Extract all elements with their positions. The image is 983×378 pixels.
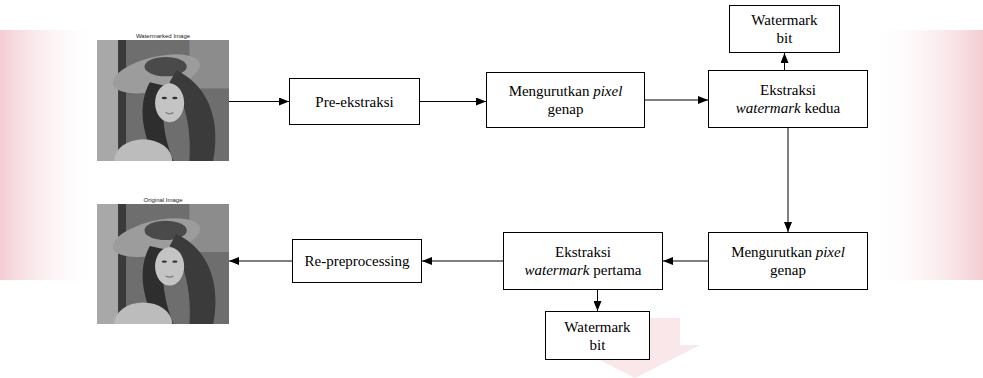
box-label: Ekstraksi watermark pertama [523, 243, 643, 279]
template-band [0, 30, 100, 280]
output-box: Watermark bit [729, 5, 840, 53]
text-part: Original [143, 197, 164, 203]
text-part: Image [166, 197, 183, 203]
flow-arrow [229, 101, 289, 102]
text-part [589, 83, 593, 99]
image-title: Original Image [141, 196, 184, 204]
box-label: Pre-ekstraksi [315, 93, 393, 111]
image-frame: Watermarked Image [97, 31, 229, 161]
process-box: Pre-ekstraksi [289, 78, 420, 125]
image-title: Watermarked Image [134, 32, 192, 40]
process-box: Re-preprocessing [292, 239, 422, 283]
flow-arrow [420, 101, 486, 102]
text-part: Image [173, 33, 190, 39]
text-part: pixel [816, 244, 845, 260]
process-box: Mengurutkan pixel genap [708, 232, 868, 290]
watermarked-photo [97, 40, 229, 183]
text-part: Ekstraksi [555, 244, 611, 260]
text-part [812, 244, 816, 260]
box-label: Mengurutkan pixel genap [501, 82, 631, 118]
text-part: bit [777, 30, 793, 46]
box-label: Watermark bit [747, 11, 822, 47]
box-label: Ekstraksi watermark kedua [728, 81, 848, 117]
flow-arrow [597, 290, 598, 311]
text-part: watermark [736, 100, 801, 116]
process-box: Ekstraksi watermark kedua [708, 70, 868, 128]
text-part: watermark [524, 262, 589, 278]
text-part: pertama [593, 262, 641, 278]
flow-arrow [788, 128, 789, 232]
box-label: Re-preprocessing [305, 252, 410, 270]
text-part: Watermark [564, 319, 630, 335]
process-box: Ekstraksi watermark pertama [503, 232, 663, 290]
flow-arrow [663, 261, 708, 262]
text-part: bit [590, 337, 606, 353]
text-part [172, 33, 174, 39]
text-part [164, 197, 166, 203]
text-part [589, 262, 593, 278]
process-box: Mengurutkan pixel genap [486, 72, 645, 128]
text-part: Re-preprocessing [305, 253, 410, 269]
text-part: Ekstraksi [760, 82, 816, 98]
original-photo [97, 204, 229, 346]
text-part: Mengurutkan [509, 83, 590, 99]
flow-arrow [784, 53, 785, 70]
template-band [870, 30, 983, 280]
text-part: Watermark [751, 12, 817, 28]
flow-arrow [229, 261, 292, 262]
text-part: Mengurutkan [731, 244, 812, 260]
text-part: genap [770, 262, 806, 278]
text-part [801, 100, 805, 116]
output-box: Watermark bit [545, 311, 650, 360]
flow-arrow [645, 100, 708, 101]
text-part: pixel [593, 83, 622, 99]
text-part: kedua [804, 100, 840, 116]
flow-arrow [422, 261, 503, 262]
box-label: Watermark bit [560, 318, 635, 354]
box-label: Mengurutkan pixel genap [723, 243, 853, 279]
image-frame: Original Image [97, 195, 229, 324]
text-part: Watermarked [136, 33, 172, 39]
text-part: Pre-ekstraksi [315, 94, 393, 110]
text-part: genap [548, 101, 584, 117]
